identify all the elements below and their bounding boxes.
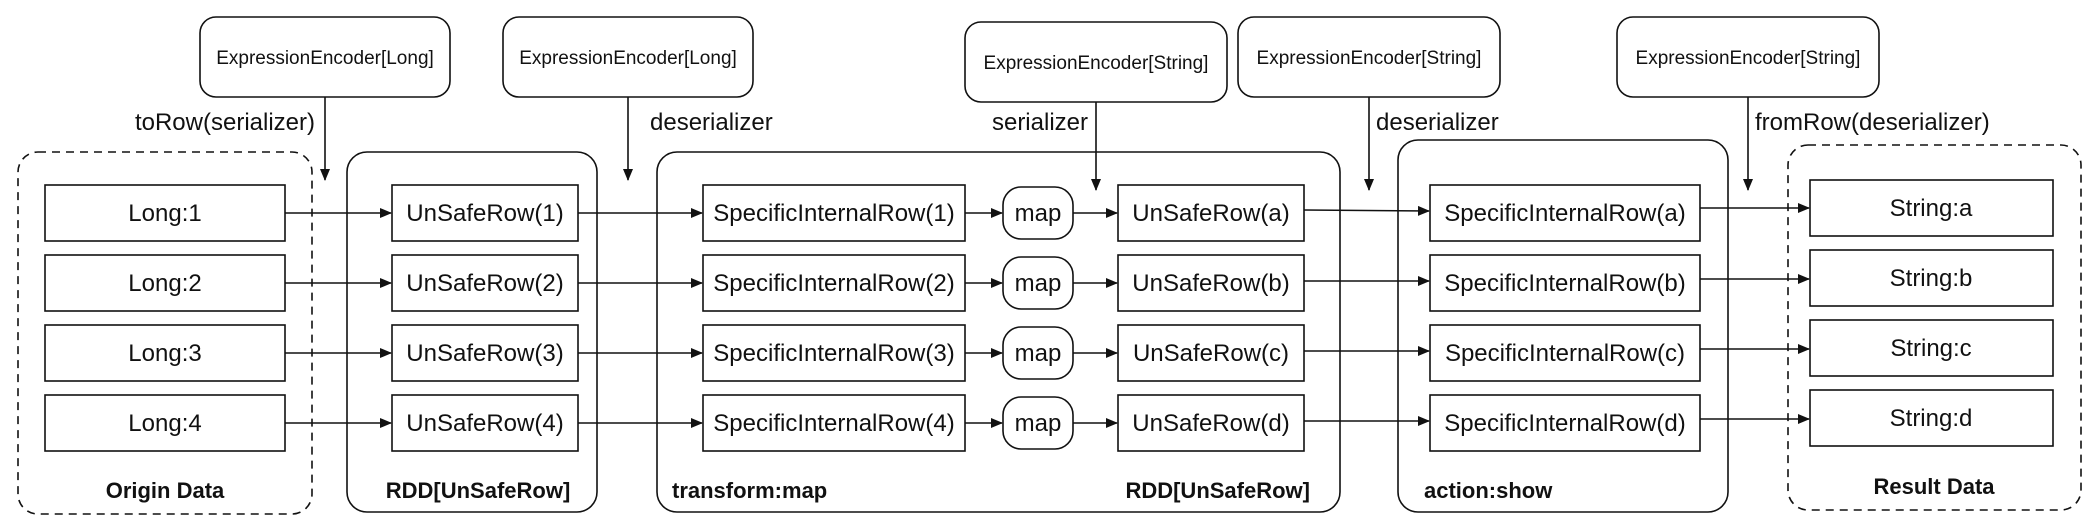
to-row-label: toRow(serializer)	[135, 109, 315, 136]
unsafe-row: UnSafeRow(c)	[1133, 340, 1289, 367]
origin-data-group: Origin Data	[17, 151, 313, 515]
specific-internal-row: SpecificInternalRow(a)	[1444, 200, 1685, 227]
from-row-label: fromRow(deserializer)	[1755, 109, 1990, 136]
result-value: String:a	[1890, 195, 1973, 222]
row-3: Long:3 UnSafeRow(3) SpecificInternalRow(…	[44, 319, 2054, 382]
serializer-label: serializer	[992, 109, 1088, 136]
deserializer-label: deserializer	[650, 109, 773, 136]
specific-internal-row: SpecificInternalRow(4)	[713, 410, 954, 437]
encoder-string-from-row: ExpressionEncoder[String]	[1616, 16, 1880, 98]
specific-internal-row: SpecificInternalRow(2)	[713, 270, 954, 297]
unsafe-row: UnSafeRow(a)	[1132, 200, 1289, 227]
origin-value: Long:2	[128, 270, 201, 297]
unsafe-row: UnSafeRow(2)	[406, 270, 563, 297]
specific-internal-row: SpecificInternalRow(b)	[1444, 270, 1685, 297]
transform-map-group: transform:map RDD[UnSafeRow]	[656, 151, 1341, 513]
origin-value: Long:3	[128, 340, 201, 367]
encoder-label: ExpressionEncoder[Long]	[519, 48, 737, 69]
rdd-unsaferow-group: RDD[UnSafeRow]	[346, 151, 598, 513]
unsafe-row: UnSafeRow(1)	[406, 200, 563, 227]
encoder-label: ExpressionEncoder[String]	[984, 53, 1209, 74]
encoder-long-deserializer: ExpressionEncoder[Long]	[502, 16, 754, 98]
row-4: Long:4 UnSafeRow(4) SpecificInternalRow(…	[44, 389, 2054, 452]
unsafe-row: UnSafeRow(b)	[1132, 270, 1289, 297]
specific-internal-row: SpecificInternalRow(1)	[713, 200, 954, 227]
map-op: map	[1015, 270, 1062, 297]
result-value: String:d	[1890, 405, 1973, 432]
group-title: Origin Data	[106, 478, 225, 503]
origin-value: Long:4	[128, 410, 201, 437]
map-op: map	[1015, 200, 1062, 227]
group-title: transform:map	[672, 478, 827, 503]
specific-internal-row: SpecificInternalRow(3)	[713, 340, 954, 367]
result-value: String:b	[1890, 265, 1973, 292]
encoder-string-deserializer: ExpressionEncoder[String]	[1237, 16, 1501, 98]
group-title: RDD[UnSafeRow]	[386, 478, 571, 503]
action-show-group: action:show	[1397, 139, 1729, 513]
deserializer-label: deserializer	[1376, 109, 1499, 136]
row-1: Long:1 UnSafeRow(1) SpecificInternalRow(…	[44, 179, 2054, 242]
group-title: Result Data	[1873, 474, 1995, 499]
encoder-string-serializer: ExpressionEncoder[String]	[964, 21, 1228, 103]
map-op: map	[1015, 340, 1062, 367]
unsafe-row: UnSafeRow(3)	[406, 340, 563, 367]
unsafe-row: UnSafeRow(4)	[406, 410, 563, 437]
flow-arrows	[285, 203, 1810, 428]
encoder-label: ExpressionEncoder[String]	[1636, 48, 1861, 69]
specific-internal-row: SpecificInternalRow(d)	[1444, 410, 1685, 437]
group-title: action:show	[1424, 478, 1553, 503]
unsafe-row: UnSafeRow(d)	[1132, 410, 1289, 437]
map-op: map	[1015, 410, 1062, 437]
row-2: Long:2 UnSafeRow(2) SpecificInternalRow(…	[44, 249, 2054, 312]
encoder-label: ExpressionEncoder[Long]	[216, 48, 434, 69]
origin-value: Long:1	[128, 200, 201, 227]
specific-internal-row: SpecificInternalRow(c)	[1445, 340, 1685, 367]
group-title: RDD[UnSafeRow]	[1125, 478, 1310, 503]
result-data-group: Result Data	[1787, 144, 2082, 511]
encoder-label: ExpressionEncoder[String]	[1257, 48, 1482, 69]
encoder-long-serializer: ExpressionEncoder[Long]	[199, 16, 451, 98]
result-value: String:c	[1890, 335, 1971, 362]
